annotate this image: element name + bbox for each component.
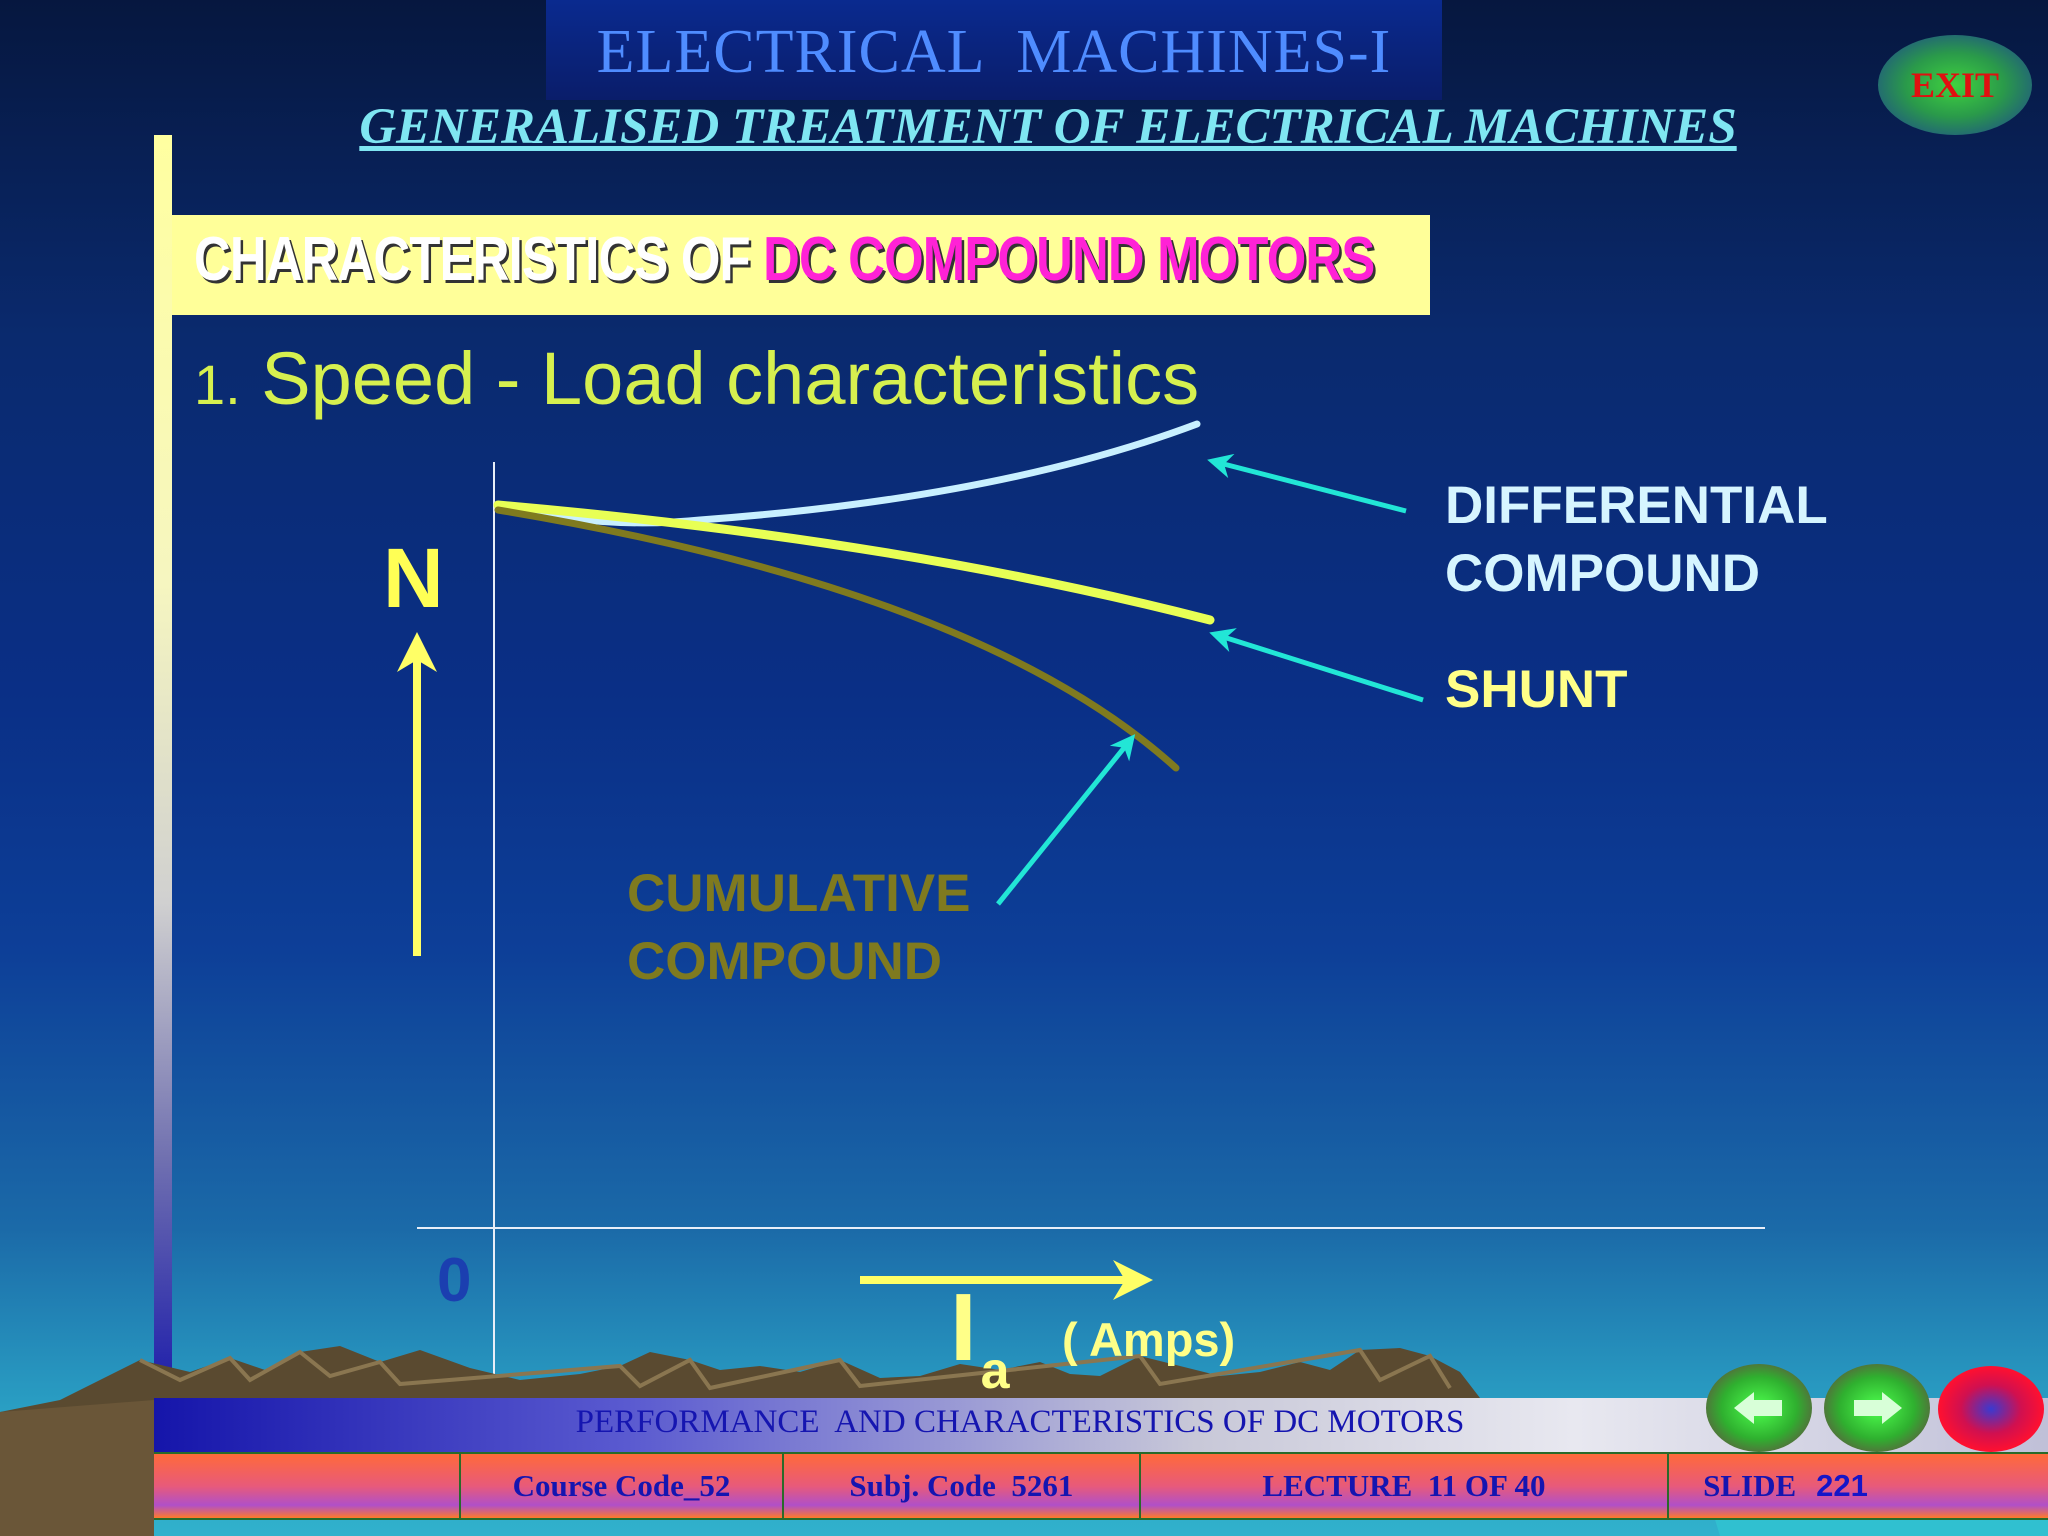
subject-code: Subj. Code 5261 xyxy=(784,1454,1141,1518)
main-title: ELECTRICAL MACHINES-I xyxy=(546,0,1442,100)
label-cumulative-line2: COMPOUND xyxy=(627,932,943,991)
left-accent-bar xyxy=(154,135,172,1415)
slide-indicator: SLIDE 221 xyxy=(1669,1454,2048,1518)
red-circle-icon xyxy=(1938,1366,2044,1452)
cumulative-compound-curve xyxy=(494,506,1180,772)
cumulative-pointer-arrow xyxy=(996,734,1136,906)
exit-label: EXIT xyxy=(1910,65,2000,105)
slide-heading: CHARACTERISTICS OF DC COMPOUND MOTORS xyxy=(194,224,1375,295)
heading-part-dc-compound: DC COMPOUND MOTORS xyxy=(763,225,1375,294)
ground-left xyxy=(0,1400,154,1536)
home-button[interactable] xyxy=(1938,1366,2044,1452)
mountain-highlights xyxy=(139,1347,1452,1391)
next-slide-button[interactable] xyxy=(1824,1364,1930,1452)
label-cumulative-line1: CUMULATIVE xyxy=(627,864,971,923)
y-axis-label: N xyxy=(383,531,444,625)
left-arrow-icon xyxy=(1734,1392,1782,1424)
status-bar: Course Code_52 Subj. Code 5261 LECTURE 1… xyxy=(154,1452,2048,1520)
heading-part-characteristics: CHARACTERISTICS OF xyxy=(194,225,764,294)
subtitle: GENERALISED TREATMENT OF ELECTRICAL MACH… xyxy=(359,99,1737,155)
shunt-curve xyxy=(493,500,1215,625)
x-axis-symbol: I xyxy=(950,1274,977,1381)
section-number: 1. xyxy=(194,353,241,416)
differential-pointer-arrow xyxy=(1207,453,1407,514)
section-title: 1. Speed - Load characteristics xyxy=(194,336,1199,421)
differential-compound-curve xyxy=(494,420,1201,527)
section-title-text: Speed - Load characteristics xyxy=(240,337,1200,420)
label-differential-compound: DIFFERENTIAL COMPOUND xyxy=(1445,472,1828,608)
label-differential-line1: DIFFERENTIAL xyxy=(1445,476,1828,535)
lecture-number: LECTURE 11 OF 40 xyxy=(1141,1454,1670,1518)
x-axis-label: Ia xyxy=(950,1280,1010,1419)
slide-number: 221 xyxy=(1816,1468,1868,1503)
previous-slide-button[interactable] xyxy=(1706,1364,1812,1452)
heading-box xyxy=(172,215,1430,315)
course-code: Course Code_52 xyxy=(461,1454,784,1518)
right-arrow-icon xyxy=(1854,1392,1902,1424)
exit-button[interactable]: EXIT xyxy=(1878,35,2032,135)
footer-title: PERFORMANCE AND CHARACTERISTICS OF DC MO… xyxy=(575,1404,1465,1440)
label-differential-line2: COMPOUND xyxy=(1445,544,1761,603)
x-axis-unit: ( Amps) xyxy=(1062,1313,1236,1366)
label-cumulative-compound: CUMULATIVE COMPOUND xyxy=(627,860,971,996)
slide-label: SLIDE xyxy=(1703,1468,1797,1503)
status-cell-blank xyxy=(154,1454,462,1518)
x-axis-subscript: a xyxy=(980,1342,1010,1400)
origin-label: 0 xyxy=(437,1246,472,1315)
label-shunt: SHUNT xyxy=(1445,660,1628,719)
shunt-pointer-arrow xyxy=(1209,628,1424,703)
